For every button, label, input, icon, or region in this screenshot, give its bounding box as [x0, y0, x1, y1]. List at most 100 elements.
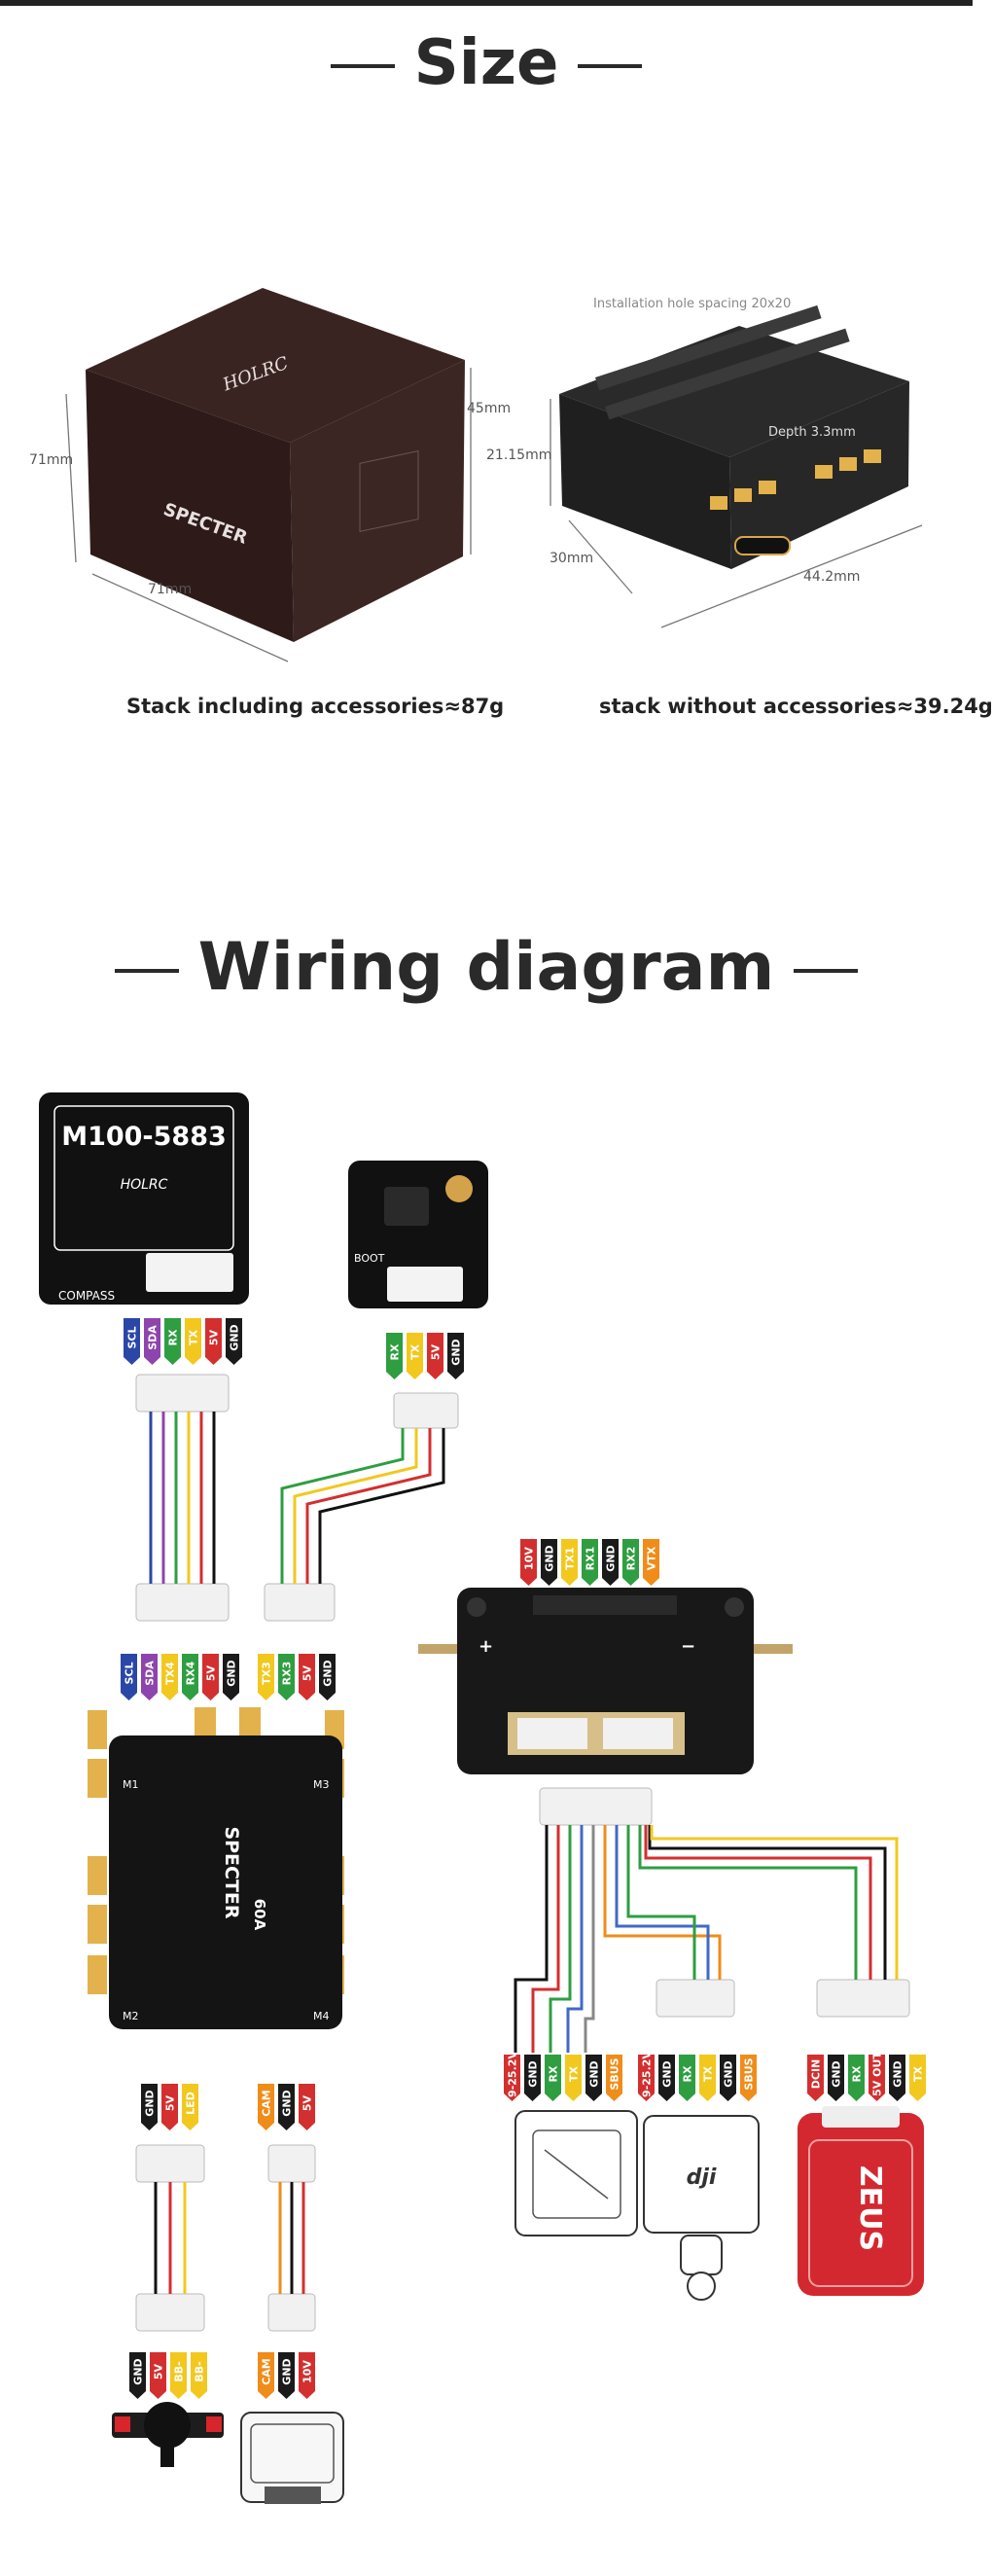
pin-flag: [869, 2055, 885, 2101]
pin-flag: [848, 2055, 865, 2101]
box-dim-line-height: [65, 393, 77, 563]
pin-label: 5V OUT: [871, 2052, 884, 2096]
stack-hole-spacing: Installation hole spacing 20x20: [593, 297, 792, 311]
stack-heatsink-fin-2: [605, 328, 850, 420]
caption-with-accessories: Stack including accessories≈87g: [126, 695, 505, 718]
pin-label: RX3: [281, 1662, 294, 1686]
esc-motor-label-3: M3: [313, 1778, 330, 1791]
pin-label: RX: [851, 2065, 864, 2082]
stack-dim-line-depth: [568, 519, 633, 594]
esc-rating: 60A: [251, 1899, 268, 1931]
pin-flag: [520, 1539, 537, 1586]
stack-illustration: [550, 304, 923, 628]
box-dim-height: 45mm: [467, 401, 512, 416]
heading-dash-right: [794, 969, 859, 974]
receiver-cable-connector-top: [393, 1392, 459, 1429]
pin-flag: [182, 2084, 198, 2130]
caption-without-accessories: stack without accessories≈39.24g: [599, 695, 993, 718]
pin-flag: [565, 2055, 582, 2101]
pin-label: GND: [450, 1339, 463, 1365]
pin-flag: [144, 1318, 160, 1365]
esc-board: SPECTER 60A M1 M2 M3 M4: [88, 1707, 344, 2029]
pin-label: 5V: [301, 1664, 314, 1681]
pin-flag: [278, 2084, 295, 2130]
stack-pad: [815, 465, 833, 479]
buzzer-cable-wires: [154, 2182, 187, 2294]
pin-flag: [141, 1654, 158, 1700]
dji-logo: dji: [687, 2165, 717, 2190]
pin-flag: [191, 2352, 207, 2399]
stack-dim-line-width: [660, 524, 923, 628]
pin-label: BB-: [173, 2361, 186, 2381]
pin-label: RX2: [625, 1547, 638, 1571]
pin-label: GND: [281, 2090, 294, 2116]
pin-label: GND: [144, 2090, 157, 2116]
camera: [240, 2412, 344, 2504]
pin-flag: [622, 1539, 639, 1586]
pin-flag: [226, 1318, 242, 1365]
esc-motor-label-4: M4: [313, 2010, 330, 2022]
size-title: Size: [413, 27, 559, 99]
pin-label: SCL: [124, 1662, 136, 1684]
pin-label: TX: [912, 2065, 925, 2082]
pin-label: CAM: [261, 2358, 273, 2385]
pin-label: 9-25.2V: [641, 2051, 654, 2097]
receiver-cable-connector-bottom: [264, 1583, 336, 1622]
pin-flag: [407, 1333, 423, 1379]
wiring-title: Wiring diagram: [197, 929, 775, 1006]
stack-pad: [864, 449, 881, 463]
pin-flag: [606, 2055, 622, 2101]
pin-label: 9-25.2V: [507, 2051, 519, 2097]
pin-label: TX: [188, 1329, 200, 1345]
heading-dash-right: [578, 64, 643, 69]
stack-front: [559, 394, 731, 569]
camera-cable-connector-top: [267, 2144, 316, 2183]
buzzer-cable-connector-bottom: [135, 2293, 205, 2332]
pin-flag: [182, 1654, 198, 1700]
stack-top: [559, 326, 909, 457]
pin-label: 10V: [523, 1547, 536, 1570]
pin-flag: [909, 2055, 926, 2101]
pin-flag: [524, 2055, 541, 2101]
pin-label: TX1: [564, 1547, 577, 1570]
gps-module: M100-5883 HOLRC COMPASS: [39, 1092, 249, 1305]
stack-dim-width: 44.2mm: [803, 569, 861, 585]
box-side: [290, 360, 465, 642]
box-dim-depth: 71mm: [29, 452, 74, 468]
pin-flag: [643, 1539, 659, 1586]
pin-label: GND: [661, 2060, 674, 2087]
pin-label: SDA: [147, 1325, 160, 1350]
buzzer: [112, 2402, 224, 2467]
size-heading: Size: [0, 27, 973, 99]
pin-label: GND: [892, 2060, 904, 2087]
box-side-window: [359, 449, 419, 532]
pin-flag: [427, 1333, 443, 1379]
esc-motor-label-1: M1: [123, 1778, 139, 1791]
pin-label: GND: [588, 2060, 601, 2087]
receiver-module: BOOT: [348, 1161, 488, 1308]
gps-cable-connector-top: [135, 1374, 230, 1413]
pin-flag: [141, 2084, 158, 2130]
pin-label: RX: [682, 2065, 694, 2082]
pin-flag: [658, 2055, 675, 2101]
pin-flag: [258, 2084, 274, 2130]
pin-label: GND: [605, 1545, 618, 1571]
pin-label: SDA: [144, 1661, 157, 1686]
stack-dim-height: 21.15mm: [486, 447, 552, 463]
pin-label: RX: [389, 1343, 402, 1360]
pin-label: GND: [831, 2060, 843, 2087]
buzzer-cable-connector-top: [135, 2144, 205, 2183]
receiver-chip: [384, 1187, 429, 1226]
pin-label: GND: [322, 1660, 335, 1686]
fc-vtx-wires: [514, 1825, 899, 2053]
pin-label: GND: [723, 2060, 735, 2087]
pin-flag: [319, 1654, 336, 1700]
stack-pad: [839, 457, 857, 471]
